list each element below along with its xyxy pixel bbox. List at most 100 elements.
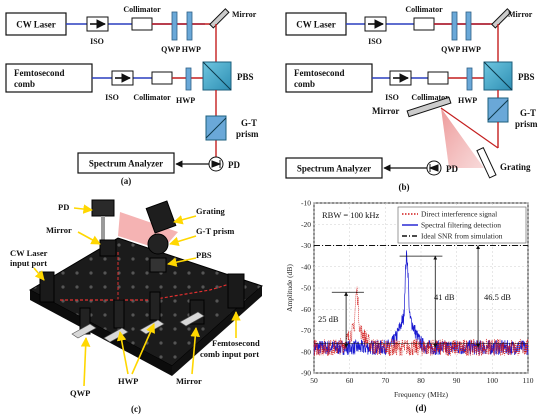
series-layer (313, 245, 529, 357)
collimator-bottom-box-b (427, 71, 449, 85)
x-tick-label: 100 (487, 376, 499, 385)
beam-grating-to-mirror (440, 107, 499, 149)
clamp-4 (179, 311, 205, 327)
collimator-top-box-b (413, 17, 435, 31)
arrow-mirror-bottom (190, 327, 201, 375)
caption-c: (c) (131, 404, 141, 414)
femto-port-photo (227, 273, 245, 309)
spectrum-analyzer-b (285, 157, 383, 179)
legend-label-filter: Spectral filtering detection (421, 221, 501, 230)
iso-top-label-b: ISO (368, 37, 382, 46)
iso-top-label: ISO (90, 37, 104, 46)
y-tick-label: -80 (301, 347, 311, 356)
chart-legend: Direct interference signal Spectral filt… (397, 206, 527, 244)
collimator-bottom-label-b: Collimator (411, 93, 449, 102)
pbs-mount-photo (149, 257, 167, 273)
femto-label-b-1: Femtosecond (294, 68, 345, 78)
caption-b: (b) (399, 182, 410, 192)
photo-label-cw-1: CW Laser (10, 248, 48, 258)
gt-label-b-1: G-T (520, 108, 536, 118)
hwp-bottom-label-a: HWP (176, 96, 195, 105)
pbs-diagonal-b (483, 61, 513, 91)
hwp-bottom-plate-b (466, 67, 473, 91)
legend-label-ideal: Ideal SNR from simulation (421, 232, 503, 241)
y-tick-label: -60 (301, 305, 311, 314)
grating-b (476, 147, 497, 179)
pd-diode-a (211, 160, 222, 168)
collimator-top-label: Collimator (123, 5, 161, 14)
gt-label-a-2: prism (236, 129, 259, 139)
panel-b-setup-schematic: CW Laser ISO Collimator QWP HWP Mirror F… (285, 5, 538, 192)
panel-a-setup-schematic: CW Laser ISO Collimator QWP HWP Mirror F… (5, 5, 259, 186)
mirror-b-top-label: Mirror (508, 10, 533, 19)
x-tick-label: 50 (310, 376, 318, 385)
pbs-label-a: PBS (237, 72, 254, 82)
mirror-a-top (209, 8, 230, 29)
y-tick-label: -40 (301, 262, 311, 271)
gt-prism-mount-photo (147, 233, 169, 255)
y-tick-label: -30 (301, 241, 311, 250)
photo-label-qwp: QWP (70, 388, 90, 398)
photo-label-mirror-bottom: Mirror (176, 376, 202, 386)
x-tick-label: 80 (417, 376, 425, 385)
diffracted-beam-fan (441, 108, 484, 168)
gt-label-b-2: prism (515, 119, 538, 129)
annot-41db: 41 dB (434, 292, 455, 302)
qwp-top-plate-b (451, 11, 458, 41)
collimator-bottom-box-a (151, 71, 173, 85)
photo-label-pd: PD (58, 202, 69, 212)
pd-label-b: PD (446, 164, 458, 174)
arrow-qwp (80, 337, 91, 387)
collimator-top-label-b: Collimator (405, 5, 443, 14)
x-tick-label: 70 (382, 376, 390, 385)
panel-c-photo: PD Mirror CW Laser input port Grating G-… (2, 196, 270, 414)
cw-laser-label: CW Laser (16, 20, 56, 30)
photo-label-gt: G-T prism (196, 226, 234, 236)
pd-label-a: PD (228, 160, 240, 170)
caption-a: (a) (121, 176, 132, 186)
qwp-hwp-label-b: QWP HWP (441, 45, 481, 54)
y-tick-label: -20 (301, 220, 311, 229)
arrow-pbs (167, 257, 197, 267)
spectrum-analyzer-a (77, 152, 175, 174)
y-tick-label: -10 (301, 199, 311, 208)
arrow-pd (73, 204, 93, 214)
photo-label-mirror: Mirror (46, 225, 72, 235)
annot-25db: 25 dB (318, 314, 339, 324)
photo-label-femto-1: Femtosecond (212, 338, 260, 348)
gt-prism-split-a (205, 117, 227, 139)
photo-label-grating: Grating (196, 206, 226, 216)
grating-mount-photo (145, 200, 177, 234)
spectrum-analyzer-label-a: Spectrum Analyzer (89, 159, 163, 169)
beam-path-photo (60, 281, 237, 301)
hwp-top-plate-b (465, 11, 472, 41)
femto-label-b-2: comb (294, 79, 315, 89)
pbs-diagonal-a (202, 61, 232, 91)
y-tick-label: -50 (301, 284, 311, 293)
photo-label-pbs: PBS (196, 250, 212, 260)
femto-box-b (285, 63, 373, 93)
pd-post (101, 216, 105, 242)
collimator-bottom-label-a: Collimator (133, 93, 171, 102)
x-axis-label: Frequency (MHz) (394, 390, 448, 399)
x-tick-label: 90 (453, 376, 461, 385)
collimator-top-box (131, 17, 153, 31)
iso-bottom-label-a: ISO (105, 93, 119, 102)
arrow-mirror (77, 231, 101, 245)
mirror-a-label: Mirror (232, 10, 257, 19)
pd-diode-b (428, 164, 439, 172)
arrow-hwp-1 (116, 331, 129, 375)
series-direct-interference (313, 286, 529, 357)
photo-label-femto-2: comb input port (200, 349, 259, 359)
x-tick-label: 60 (346, 376, 354, 385)
grating-label-b: Grating (500, 162, 531, 172)
gt-label-a-1: G-T (241, 118, 257, 128)
annot-465db: 46.5 dB (484, 292, 511, 302)
spectrum-analyzer-label-b: Spectrum Analyzer (297, 164, 371, 174)
hwp-mount-photo-1 (113, 299, 125, 329)
y-tick-label: -70 (301, 326, 311, 335)
hwp-top-plate (186, 11, 193, 41)
femto-label-a-1: Femtosecond (14, 68, 65, 78)
